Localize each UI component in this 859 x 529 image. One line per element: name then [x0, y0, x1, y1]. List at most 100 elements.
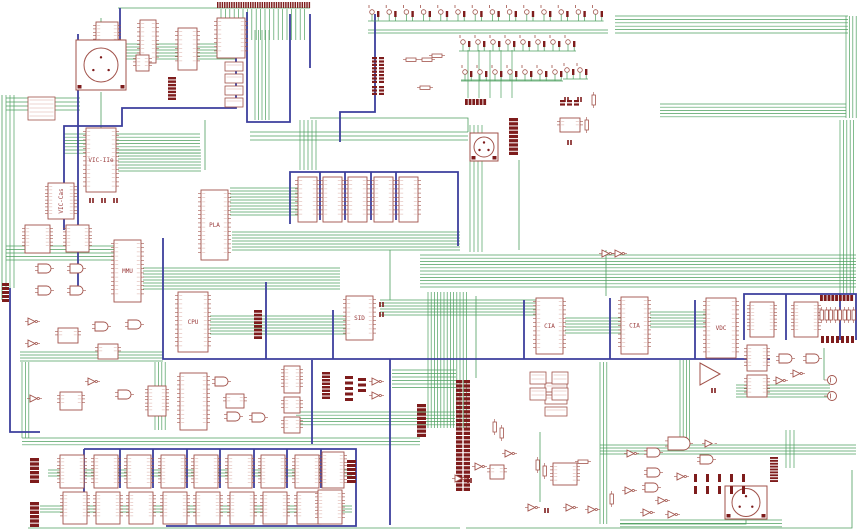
diode-column — [358, 378, 366, 392]
inverter — [563, 503, 578, 512]
ic-cia-2: CIA — [618, 296, 651, 355]
capacitor — [567, 140, 572, 145]
ic-dram — [294, 491, 324, 525]
capacitor — [564, 97, 569, 102]
ic-chip — [529, 387, 547, 401]
logic-gate — [125, 319, 144, 330]
buffer — [702, 439, 717, 448]
resistor — [429, 53, 445, 58]
inverter — [525, 503, 540, 512]
ic-chip — [214, 17, 248, 59]
ic-cia-1: CIA — [533, 297, 566, 355]
ic-label: MMU — [122, 268, 133, 275]
ic-chip — [224, 97, 244, 108]
ic-rom — [396, 176, 421, 223]
capacitor — [577, 97, 582, 102]
capacitor — [544, 508, 549, 513]
inverter — [369, 377, 384, 386]
rgbi-connector — [820, 295, 854, 301]
bus — [162, 238, 770, 360]
inverter — [85, 377, 100, 386]
logic-gate — [212, 376, 231, 387]
ic-dram — [93, 491, 123, 525]
resistor — [851, 307, 856, 323]
keyboard-header — [770, 457, 778, 482]
ic-dram — [315, 489, 345, 525]
bus — [289, 171, 459, 246]
resistor — [419, 57, 435, 62]
ic-chip — [487, 464, 507, 480]
ic-chip — [145, 385, 169, 417]
ic-chip — [281, 416, 303, 434]
inverter — [25, 317, 40, 326]
resistor-pack — [560, 100, 579, 106]
pin-header — [347, 460, 356, 483]
ic-chip — [224, 85, 244, 96]
keyboard-header — [509, 118, 518, 155]
ic-cpu: CPU — [175, 291, 211, 353]
ic-dram — [124, 454, 154, 489]
ic-chip — [57, 391, 85, 411]
resistor — [842, 307, 847, 323]
logic-gate — [644, 467, 663, 478]
resistor — [417, 85, 433, 90]
logic-gate — [224, 411, 243, 422]
resistor — [824, 307, 829, 323]
logic-gate — [115, 389, 134, 400]
ic-chip — [551, 371, 569, 385]
pin-header — [2, 283, 9, 302]
ic-label: CPU — [188, 319, 199, 326]
pin-header — [254, 310, 262, 339]
ic-chip — [744, 374, 770, 398]
resistor — [535, 457, 540, 473]
ic-dram — [160, 491, 190, 525]
ic-dram — [260, 491, 290, 525]
ic-pla: PLA — [198, 189, 231, 261]
resistor — [499, 425, 504, 441]
inverter — [624, 449, 639, 458]
logic-gate — [35, 263, 54, 274]
inverter — [502, 449, 517, 458]
ic-chip — [281, 365, 303, 394]
diode — [612, 249, 627, 258]
keyboard-matrix-row — [459, 35, 576, 52]
resistor-pack — [372, 86, 384, 95]
capacitor — [467, 478, 472, 483]
power-din-connector — [724, 485, 768, 520]
resistor — [575, 459, 591, 464]
resistor — [819, 307, 824, 323]
serial-din-connector — [469, 132, 499, 162]
ic-dram — [193, 491, 223, 525]
inverter — [25, 339, 40, 348]
logic-gate — [644, 447, 663, 458]
wire — [466, 470, 853, 529]
ic-vdc: VDC — [703, 297, 739, 359]
expansion-connector — [456, 380, 470, 491]
logic-gate — [665, 436, 693, 451]
ic-vic-cas: VIC-Cas — [45, 182, 77, 220]
bus — [63, 42, 237, 230]
logic-gate — [92, 321, 111, 332]
ic-chip — [529, 371, 547, 385]
ic-dram — [227, 491, 257, 525]
diode-column — [345, 376, 353, 401]
ic-vdc-ram — [791, 301, 821, 338]
keyboard-matrix-row — [563, 63, 588, 80]
ic-chip — [224, 73, 244, 84]
inverter — [665, 510, 680, 519]
ic-dram — [258, 454, 288, 489]
ic-dram — [57, 454, 87, 489]
ic-dram — [126, 491, 156, 525]
ic-rom — [320, 176, 345, 223]
ic-rom — [295, 176, 320, 223]
resistor — [591, 92, 596, 108]
ic-dram — [60, 491, 90, 525]
ic-chip — [55, 327, 81, 344]
resistor — [584, 117, 589, 133]
ic-clock-gen — [27, 96, 56, 121]
keyboard-matrix-row — [461, 65, 563, 82]
inverter — [585, 505, 600, 514]
inverter — [674, 472, 689, 481]
capacitor — [89, 198, 94, 203]
